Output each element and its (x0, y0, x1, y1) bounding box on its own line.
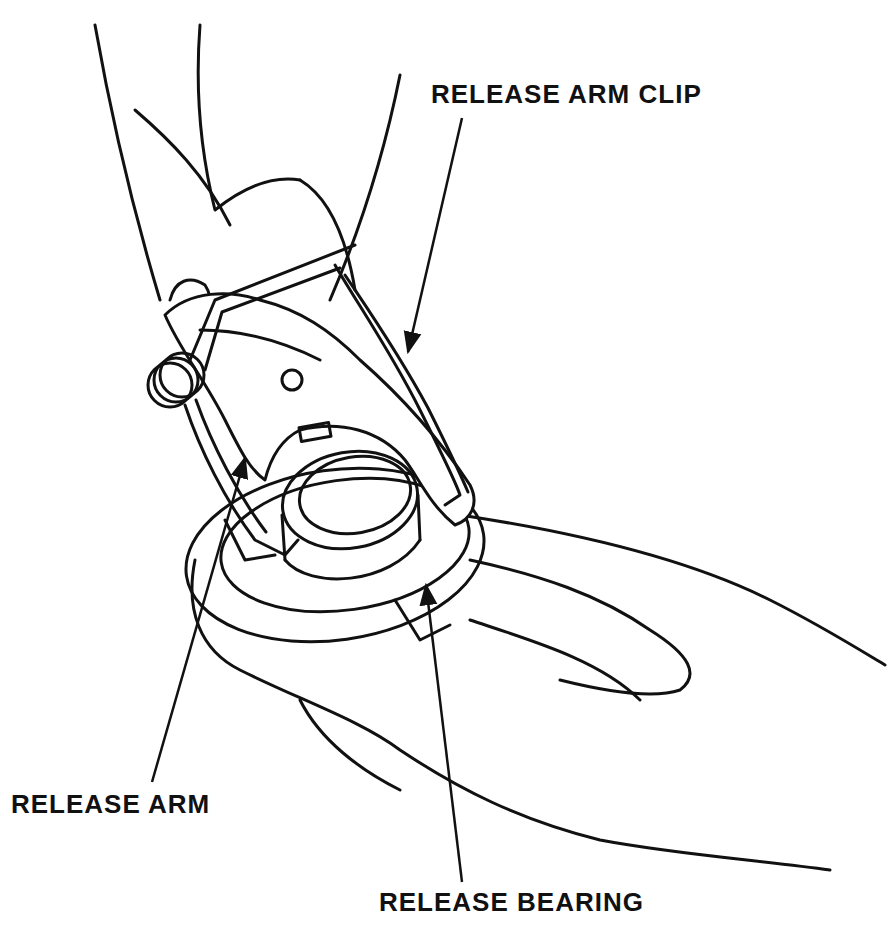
hand-outline (135, 110, 230, 225)
part-label: RELEASE ARM (8, 790, 213, 819)
leader-line (408, 118, 462, 352)
release-arm-edge (200, 330, 320, 360)
bearing-bore (293, 448, 416, 542)
clip-coil (160, 353, 204, 397)
clip-wire (345, 275, 468, 492)
clip-wire (205, 268, 340, 370)
part-label: RELEASE ARM CLIP (428, 80, 705, 109)
clip-wire (196, 400, 266, 532)
clip-wire (190, 245, 355, 360)
part-label: RELEASE BEARING (376, 888, 647, 917)
bearing-tab (225, 520, 275, 560)
leader-line (426, 585, 462, 882)
arm-slot (299, 423, 331, 442)
clip-wire (185, 405, 298, 555)
bearing-hub (282, 495, 420, 560)
bearing-tab (395, 600, 450, 640)
bearing-hub (285, 540, 420, 579)
arm-hole (282, 370, 302, 390)
hand-outline (198, 25, 300, 210)
finger-outline (470, 620, 640, 700)
clip-wire (335, 265, 460, 505)
hand-outline (330, 75, 400, 300)
finger-outline (470, 560, 690, 694)
leader-line (152, 458, 245, 782)
hand-outline (460, 515, 885, 665)
hand-outline (192, 560, 830, 870)
hand-outline (95, 25, 160, 300)
hand-outline (300, 700, 400, 790)
